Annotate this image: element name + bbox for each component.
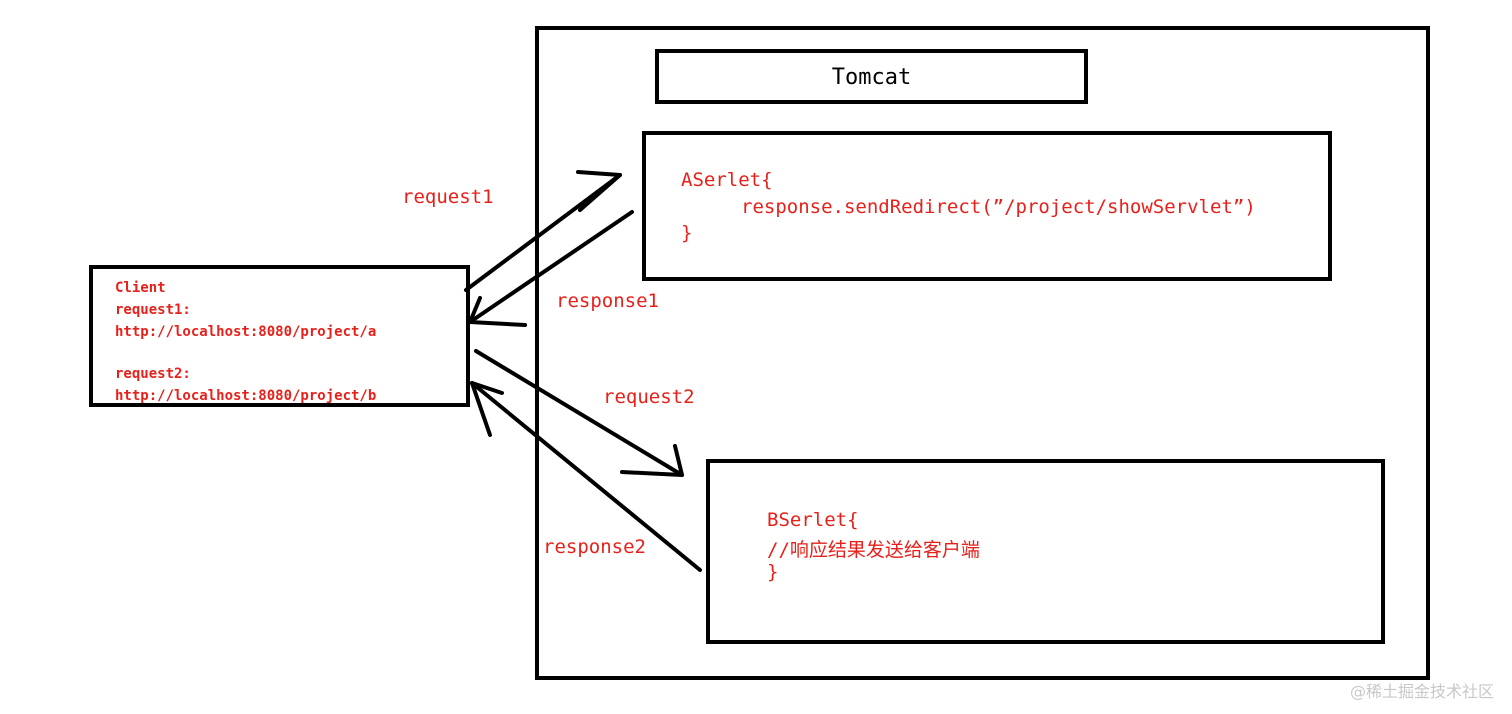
bservlet-box: BSerlet{ //响应结果发送给客户端 } [706, 459, 1385, 644]
client-request1-url: http://localhost:8080/project/a [115, 324, 377, 340]
response1-arrow [468, 210, 634, 324]
client-request2-label: request2: [115, 366, 191, 382]
client-request2-url: http://localhost:8080/project/b [115, 388, 377, 404]
response1-arrowhead [468, 296, 527, 327]
request2-label: request2 [603, 386, 695, 408]
aservlet-line-close: } [681, 222, 693, 244]
bservlet-line-comment: //响应结果发送给客户端 [767, 539, 980, 561]
request1-arrowhead [576, 170, 622, 212]
response1-label: response1 [556, 290, 659, 312]
tomcat-title-box: Tomcat [655, 49, 1088, 104]
client-request1-label: request1: [115, 302, 191, 318]
watermark: @稀土掘金技术社区 [1349, 682, 1494, 701]
request2-arrow [474, 349, 684, 477]
tomcat-title: Tomcat [831, 65, 912, 90]
response2-arrowhead [470, 381, 492, 437]
response2-label: response2 [543, 536, 646, 558]
request1-arrow [464, 173, 622, 292]
request2-arrowhead [620, 444, 684, 477]
client-box: Client request1: http://localhost:8080/p… [89, 265, 470, 407]
aservlet-line-redirect: response.sendRedirect(”/project/showServ… [741, 196, 1256, 218]
tomcat-container [535, 26, 1430, 680]
aservlet-box: ASerlet{ response.sendRedirect(”/project… [642, 131, 1332, 281]
request1-label: request1 [402, 186, 494, 208]
bservlet-line-close: } [767, 561, 779, 583]
aservlet-line-open: ASerlet{ [681, 169, 773, 191]
bservlet-line-open: BSerlet{ [767, 509, 859, 531]
client-title: Client [115, 280, 166, 296]
response2-arrow [470, 381, 702, 572]
response2-arrowhead-b [470, 381, 504, 395]
